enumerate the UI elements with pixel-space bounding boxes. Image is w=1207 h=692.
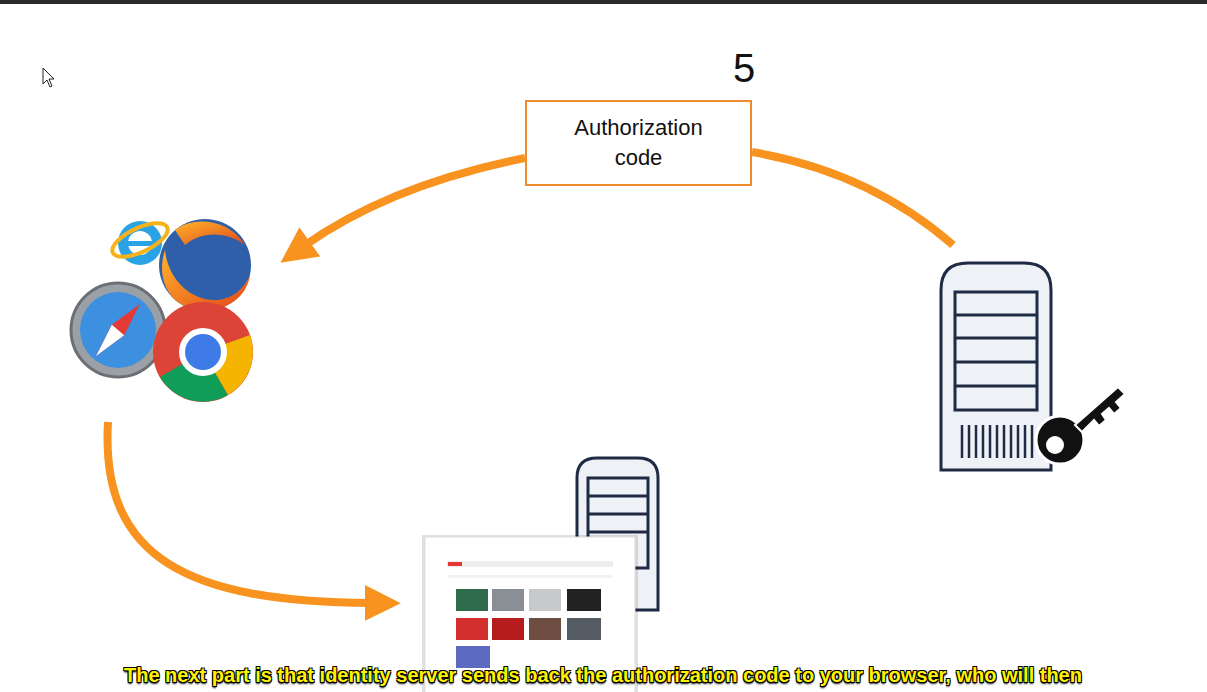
label-box: Authorization code (525, 100, 752, 186)
flow-arrow (304, 158, 525, 246)
web-application (422, 458, 658, 692)
mouse-cursor (43, 68, 54, 87)
flow-arrow (108, 422, 372, 603)
identity-server (941, 263, 1125, 470)
flow-arrow (752, 152, 953, 245)
subtitle-text: The next part is that identity server se… (124, 664, 1082, 687)
top-bar (0, 0, 1207, 4)
callout-number: 5 (733, 46, 755, 91)
box-text: Authorization code (554, 113, 724, 173)
browser-icons (71, 216, 253, 402)
